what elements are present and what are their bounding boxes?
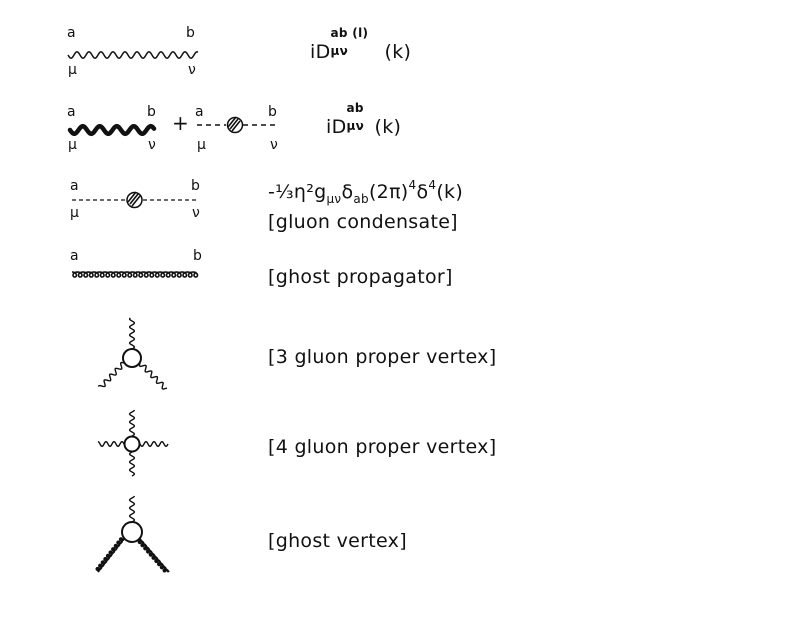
caption-ghost-vertex: [ghost vertex] (268, 530, 407, 552)
expr-formula-close: (k) (436, 181, 464, 203)
row3-label-nu: ν (192, 205, 200, 221)
row2-dashed-label-mu: μ (197, 137, 206, 153)
gluon-line-thick (67, 123, 157, 137)
row1-label-nu: ν (188, 62, 196, 78)
expr-formula-sub: μν (326, 192, 342, 206)
condensate-blob-icon (126, 191, 143, 209)
row2-label-mu: μ (68, 137, 77, 153)
row2-label-a: a (67, 104, 76, 120)
expr-formula-tail: (2π) (368, 181, 409, 203)
expr-formula: -⅓η²g (268, 181, 327, 203)
expr-superscript: ab (346, 101, 364, 115)
expr-formula-end-sup: 4 (428, 178, 437, 192)
row2-dashed-label-b: b (268, 104, 277, 120)
three-gluon-vertex-icon (97, 317, 168, 390)
expr-prefix: iD (310, 41, 331, 63)
row1-label-a: a (67, 25, 76, 41)
caption-four-gluon-vertex: [4 gluon proper vertex] (268, 436, 497, 458)
row4-label-b: b (193, 248, 202, 264)
expr-suffix: (k) (374, 116, 402, 138)
row1-label-mu: μ (68, 62, 77, 78)
ghost-vertex-icon (95, 495, 170, 573)
condensate-blob-icon (226, 116, 244, 134)
plus-sign: + (172, 111, 189, 135)
expr-superscript: ab (l) (330, 26, 369, 40)
four-gluon-vertex-icon (97, 409, 169, 477)
expr-formula-mid-sub: ab (353, 192, 369, 206)
row2-label-nu: ν (148, 137, 156, 153)
row3-label-a: a (70, 178, 79, 194)
row3-label-b: b (191, 178, 200, 194)
expr-gluon-condensate: -⅓η²gμνδab(2π)4δ4(k) (268, 178, 464, 206)
row2-dashed-label-a: a (195, 104, 204, 120)
caption-three-gluon-vertex: [3 gluon proper vertex] (268, 346, 497, 368)
expr-subscript: μν (346, 119, 365, 133)
row3-label-mu: μ (70, 205, 79, 221)
ghost-line (71, 271, 199, 278)
row2-label-b: b (147, 104, 156, 120)
caption-ghost-propagator: [ghost propagator] (268, 266, 453, 288)
caption-gluon-condensate: [gluon condensate] (268, 211, 458, 233)
row1-label-b: b (186, 25, 195, 41)
expr-formula-mid: δ (341, 181, 354, 203)
row2-dashed-label-nu: ν (270, 137, 278, 153)
expr-formula-end: δ (416, 181, 429, 203)
expr-subscript: μν (330, 44, 349, 58)
expr-prefix: iD (326, 116, 347, 138)
gluon-line-thin (67, 51, 199, 59)
expr-suffix: (k) (384, 41, 412, 63)
expr-formula-tail-sup: 4 (408, 178, 417, 192)
row4-label-a: a (70, 248, 79, 264)
